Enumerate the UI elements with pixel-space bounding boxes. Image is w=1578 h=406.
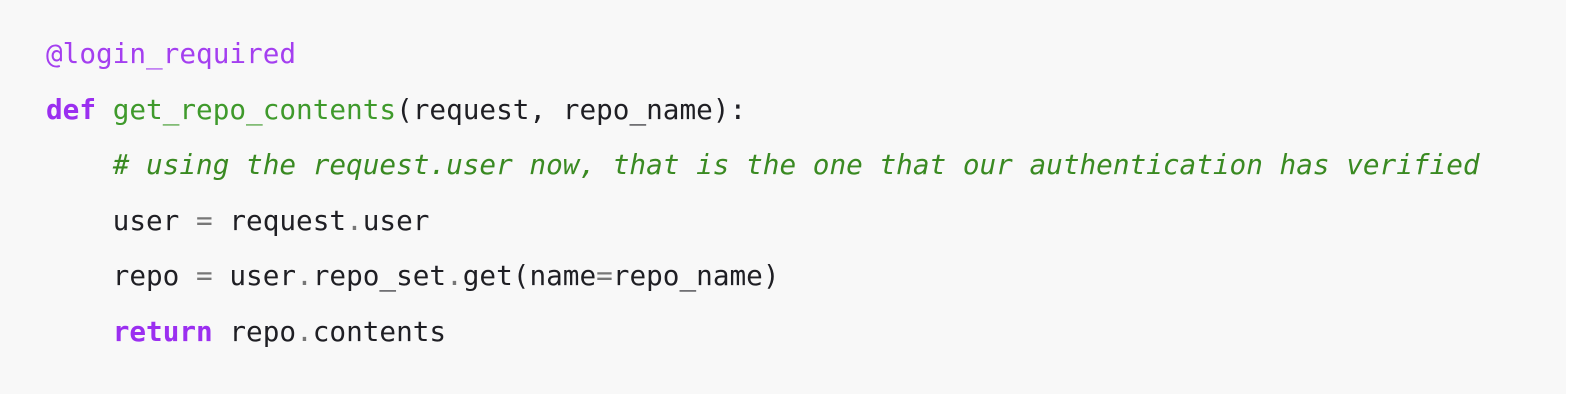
code-token-punct: =: [196, 259, 213, 292]
code-token-text: get(name: [462, 259, 597, 292]
code-token-text: repo_name): [612, 259, 780, 292]
code-token-text: user: [46, 203, 197, 237]
code-token-comment: # using the request.user now, that is th…: [112, 148, 1480, 181]
code-line: user = request.user: [46, 193, 1566, 249]
code-token-text: [96, 93, 113, 126]
code-line: return repo.contents: [46, 304, 1566, 360]
code-line: # using the request.user now, that is th…: [46, 137, 1566, 193]
code-line: def get_repo_contents(request, repo_name…: [46, 82, 1566, 138]
code-token-text: repo: [212, 314, 297, 348]
code-token-text: request: [212, 203, 347, 237]
code-token-keyword: return: [112, 314, 213, 348]
code-token-text: user: [212, 259, 297, 292]
code-line: @login_required: [46, 26, 1566, 82]
code-token-keyword: def: [46, 92, 97, 126]
code-token-punct: =: [596, 259, 613, 292]
code-token-text: repo: [46, 259, 197, 292]
code-token-text: repo_set: [312, 259, 447, 292]
code-token-punct: =: [196, 203, 213, 237]
code-token-punct: .: [446, 259, 463, 292]
code-token-punct: .: [296, 314, 313, 348]
code-token-text: contents: [312, 314, 447, 348]
code-token-punct: .: [296, 259, 313, 292]
code-token-text: [46, 148, 113, 181]
code-token-decorator: @login_required: [46, 37, 297, 70]
code-token-text: user: [362, 203, 430, 237]
code-token-text: (request, repo_name):: [396, 92, 747, 126]
code-token-text: [46, 315, 113, 348]
code-line: repo = user.repo_set.get(name=repo_name): [46, 248, 1566, 304]
code-token-punct: .: [346, 203, 363, 237]
code-token-funcname: get_repo_contents: [112, 92, 397, 126]
